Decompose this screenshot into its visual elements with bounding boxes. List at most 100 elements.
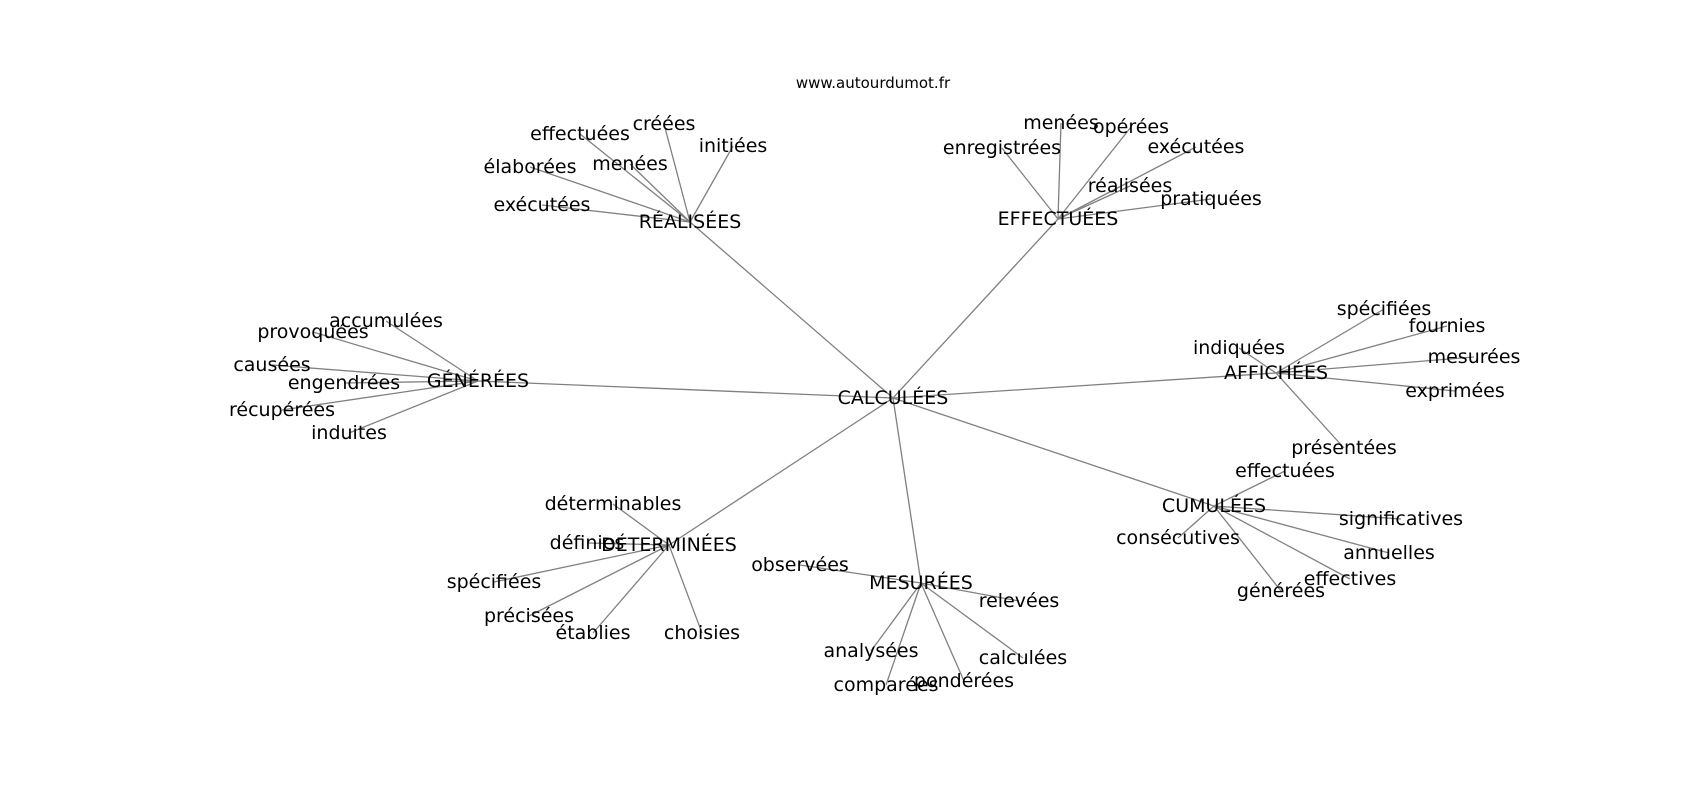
leaf-node: engendrées bbox=[288, 372, 400, 394]
hub-node: CUMULÉES bbox=[1162, 494, 1266, 517]
leaf-node: présentées bbox=[1291, 437, 1397, 459]
leaf-node: précisées bbox=[484, 605, 574, 627]
leaf-node: significatives bbox=[1339, 508, 1463, 530]
leaf-node: annuelles bbox=[1343, 542, 1435, 564]
edge-hub-to-leaf bbox=[612, 503, 670, 546]
graph-edges bbox=[271, 122, 1475, 686]
hub-node: RÉALISÉES bbox=[639, 210, 742, 233]
edge-hub-to-leaf bbox=[579, 133, 691, 223]
edge-hub-to-leaf bbox=[493, 544, 670, 583]
edge-hub-to-leaf bbox=[1177, 505, 1215, 539]
leaf-node: menées bbox=[1023, 112, 1099, 134]
leaf-node: réalisées bbox=[1088, 175, 1172, 197]
edge-hub-to-leaf bbox=[1001, 147, 1059, 220]
leaf-node: spécifiées bbox=[447, 571, 542, 593]
edge-hub-to-leaf bbox=[592, 544, 670, 634]
leaf-node: induites bbox=[311, 422, 387, 444]
leaf-node: effectuées bbox=[1235, 460, 1335, 482]
edge-hub-to-leaf bbox=[1057, 126, 1132, 220]
edge-hub-to-leaf bbox=[271, 364, 479, 382]
edge-hub-to-leaf bbox=[629, 163, 691, 223]
edge-center-to-hub bbox=[892, 397, 922, 584]
graph-labels: CALCULÉESRÉALISÉEScrééeseffectuéesinitié… bbox=[229, 112, 1520, 696]
leaf-node: élaborées bbox=[484, 156, 577, 178]
edge-hub-to-leaf bbox=[1275, 372, 1456, 392]
leaf-node: exécutées bbox=[1148, 136, 1245, 158]
watermark-url: www.autourdumot.fr bbox=[796, 74, 951, 92]
edge-hub-to-leaf bbox=[312, 331, 479, 382]
leaf-node: enregistrées bbox=[943, 137, 1061, 159]
edge-hub-to-leaf bbox=[529, 166, 691, 223]
leaf-node: déterminables bbox=[545, 493, 682, 515]
hub-node: MESURÉES bbox=[869, 571, 973, 594]
leaf-node: opérées bbox=[1093, 116, 1169, 138]
edge-hub-to-leaf bbox=[1275, 372, 1345, 449]
edge-hub-to-leaf bbox=[885, 582, 922, 686]
leaf-node: exécutées bbox=[494, 194, 591, 216]
edge-center-to-hub bbox=[892, 397, 1215, 507]
leaf-node: calculées bbox=[979, 647, 1067, 669]
center-node: CALCULÉES bbox=[838, 386, 949, 409]
edge-hub-to-leaf bbox=[1213, 505, 1402, 520]
edge-hub-to-leaf bbox=[541, 204, 691, 223]
edge-center-to-hub bbox=[892, 218, 1059, 399]
edge-hub-to-leaf bbox=[1057, 185, 1131, 220]
hub-node: DÉTERMINÉES bbox=[601, 533, 737, 556]
leaf-node: fournies bbox=[1409, 315, 1486, 337]
hub-node: EFFECTUÉES bbox=[998, 207, 1119, 230]
leaf-node: générées bbox=[1237, 580, 1325, 602]
edge-hub-to-leaf bbox=[528, 544, 670, 617]
edge-hub-to-leaf bbox=[1213, 505, 1390, 554]
edge-hub-to-leaf bbox=[1057, 146, 1197, 220]
edge-hub-to-leaf bbox=[799, 564, 922, 584]
edge-hub-to-leaf bbox=[586, 542, 670, 546]
edge-hub-to-leaf bbox=[385, 320, 479, 382]
leaf-node: initiées bbox=[699, 135, 768, 157]
leaf-node: effectuées bbox=[530, 123, 630, 145]
leaf-node: effectives bbox=[1304, 568, 1396, 590]
edge-hub-to-leaf bbox=[920, 582, 965, 682]
edge-hub-to-leaf bbox=[348, 380, 479, 434]
edge-hub-to-leaf bbox=[1213, 505, 1282, 592]
edge-hub-to-leaf bbox=[870, 582, 922, 652]
hub-node: AFFICHÉES bbox=[1224, 361, 1328, 384]
edge-center-to-hub bbox=[668, 397, 894, 546]
leaf-node: accumulées bbox=[329, 310, 443, 332]
edge-center-to-hub bbox=[477, 380, 894, 399]
edge-hub-to-leaf bbox=[281, 380, 479, 411]
edge-hub-to-leaf bbox=[689, 145, 734, 223]
leaf-node: indiquées bbox=[1193, 337, 1285, 359]
leaf-node: observées bbox=[751, 554, 849, 576]
edge-hub-to-leaf bbox=[1057, 198, 1212, 220]
leaf-node: provoquées bbox=[257, 321, 368, 343]
leaf-node: exprimées bbox=[1405, 380, 1505, 402]
edge-hub-to-leaf bbox=[1238, 347, 1277, 374]
leaf-node: relevées bbox=[979, 590, 1060, 612]
leaf-node: mesurées bbox=[1428, 346, 1521, 368]
leaf-node: comparées bbox=[834, 674, 939, 696]
edge-hub-to-leaf bbox=[1275, 325, 1448, 374]
leaf-node: définies bbox=[550, 532, 625, 554]
edge-hub-to-leaf bbox=[1213, 470, 1286, 507]
edge-center-to-hub bbox=[892, 372, 1277, 399]
edge-hub-to-leaf bbox=[343, 380, 479, 384]
edge-hub-to-leaf bbox=[920, 582, 1020, 602]
edge-hub-to-leaf bbox=[1275, 356, 1475, 374]
edge-hub-to-leaf bbox=[663, 123, 691, 223]
leaf-node: choisies bbox=[664, 622, 740, 644]
edge-hub-to-leaf bbox=[1213, 505, 1351, 580]
leaf-node: consécutives bbox=[1116, 527, 1240, 549]
edge-hub-to-leaf bbox=[1057, 122, 1062, 220]
leaf-node: menées bbox=[592, 153, 668, 175]
edge-hub-to-leaf bbox=[1275, 308, 1385, 374]
leaf-node: pratiquées bbox=[1160, 188, 1262, 210]
leaf-node: établies bbox=[556, 622, 631, 644]
edge-hub-to-leaf bbox=[668, 544, 703, 634]
leaf-node: pondérées bbox=[914, 670, 1014, 692]
edge-hub-to-leaf bbox=[920, 582, 1024, 659]
leaf-node: causées bbox=[233, 354, 310, 376]
hub-node: GÉNÉRÉES bbox=[427, 369, 529, 392]
leaf-node: analysées bbox=[823, 640, 918, 662]
leaf-node: spécifiées bbox=[1337, 298, 1432, 320]
